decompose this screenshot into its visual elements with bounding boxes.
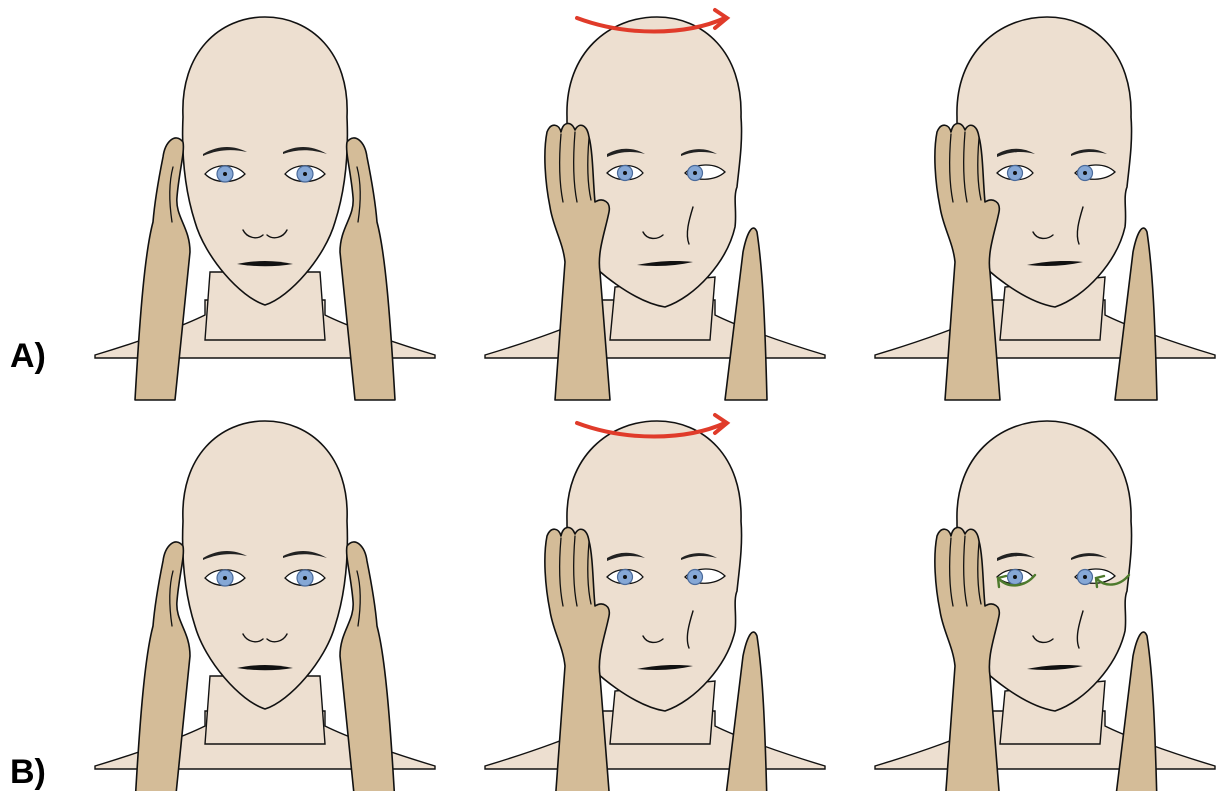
- row-b: [95, 415, 1215, 791]
- row-label-a: A): [10, 337, 46, 375]
- row-label-b: B): [10, 753, 46, 791]
- panel-a3: [875, 17, 1215, 400]
- panel-b1: [95, 421, 435, 791]
- row-a: [95, 10, 1215, 400]
- panel-a1: [95, 17, 435, 400]
- panel-a2: [485, 10, 825, 400]
- panel-b3: [875, 421, 1215, 791]
- panel-b2: [485, 415, 825, 791]
